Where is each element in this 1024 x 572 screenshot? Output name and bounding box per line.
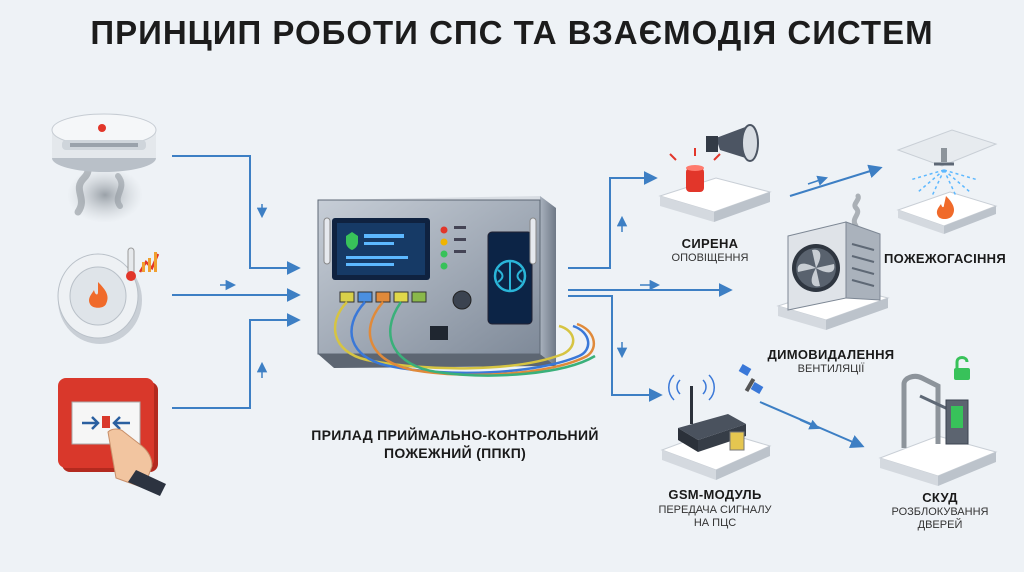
gsm-module-icon [660, 364, 772, 480]
arrow-to-siren [568, 171, 658, 269]
heat-detector-icon [57, 247, 160, 344]
arrow-to-extinguish [789, 164, 883, 197]
sprinkler-icon [896, 129, 998, 234]
output-arrows [568, 164, 883, 448]
siren-label: СИРЕНА [681, 236, 739, 251]
arrow-smoke-detector [172, 155, 301, 275]
access-sublabel-1: РОЗБЛОКУВАННЯ [891, 506, 989, 518]
access-label: СКУД [922, 490, 958, 505]
panel-label-line1: ПРИЛАД ПРИЙМАЛЬНО-КОНТРОЛЬНИЙ [311, 427, 599, 443]
gsm-sublabel-1: ПЕРЕДАЧА СИГНАЛУ [658, 504, 772, 516]
extinguish-label: ПОЖЕЖОГАСІННЯ [883, 251, 1007, 266]
manual-call-point-icon [58, 378, 166, 496]
gsm-label: GSM-МОДУЛЬ [668, 487, 762, 502]
access-control-icon [878, 356, 998, 486]
page-title: ПРИНЦИП РОБОТИ СПС ТА ВЗАЄМОДІЯ СИСТЕМ [90, 14, 934, 51]
access-sublabel-2: ДВЕРЕЙ [917, 519, 963, 531]
smoke-detector-icon [51, 113, 157, 223]
control-panel-icon [317, 196, 596, 377]
smoke-exhaust-icon [776, 193, 890, 330]
smoke-label: ДИМОВИДАЛЕННЯ [767, 347, 895, 362]
siren-icon [658, 124, 772, 222]
gsm-sublabel-2: НА ПЦС [693, 517, 737, 529]
arrow-to-gsm [568, 295, 663, 402]
panel-label-line2: ПОЖЕЖНИЙ (ППКП) [383, 445, 527, 461]
smoke-sublabel: ВЕНТИЛЯЦІЇ [797, 363, 865, 375]
siren-sublabel: ОПОВІЩЕННЯ [671, 252, 749, 264]
arrow-call-point [172, 313, 301, 409]
input-arrows [172, 155, 301, 409]
arrow-to-access [759, 401, 865, 448]
